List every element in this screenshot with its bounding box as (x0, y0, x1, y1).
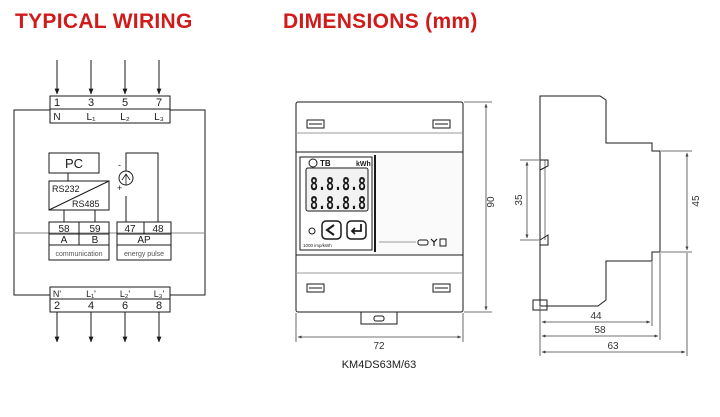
comm-terminal-number: 58 (58, 224, 70, 235)
depth-63-value: 63 (607, 341, 619, 352)
bottom-terminal-number: 8 (156, 300, 162, 312)
height-dimension-value: 90 (486, 196, 497, 208)
pulse-caption: energy pulse (124, 251, 164, 258)
depth-58-value: 58 (594, 325, 606, 336)
bottom-terminal-label: L₁' (86, 289, 96, 299)
pc-box (48, 152, 100, 174)
wiring-labels: 1 3 5 7 N L₁ L₂ L₃ PC RS232 RS485 58 59 … (52, 97, 164, 312)
lcd-unit: kWh (356, 161, 371, 168)
top-terminal-label: L₁ (87, 112, 97, 123)
rail-dimension-value: 35 (514, 194, 525, 206)
top-right-slot (432, 119, 451, 129)
top-terminal-number: 7 (156, 97, 162, 109)
comm-signal: B (92, 235, 99, 246)
front-dimensions (295, 101, 492, 342)
brand-logo-icon (308, 158, 318, 168)
antenna-icon (430, 238, 438, 246)
enter-button[interactable] (346, 220, 367, 240)
wiring-diagram (13, 60, 206, 343)
lcd-screen (305, 167, 369, 212)
front-view (295, 101, 464, 325)
depth-44-value: 44 (590, 311, 602, 322)
back-button[interactable] (321, 220, 342, 240)
bottom-right-slot (432, 283, 451, 293)
top-terminal-label: L₂ (120, 112, 130, 123)
converter-top-label: RS232 (52, 184, 80, 194)
terminal-icon (439, 238, 447, 247)
bottom-terminal-label: N' (53, 289, 61, 299)
width-dimension-value: 72 (373, 341, 385, 352)
comm-terminal-number: 59 (89, 224, 101, 235)
top-left-slot (306, 119, 325, 129)
top-terminal-label: L₃ (154, 112, 164, 123)
status-led (308, 227, 316, 235)
pulse-signal: AP (137, 235, 151, 246)
top-terminal-number: 1 (54, 97, 60, 109)
wiring-heading: TYPICAL WIRING (15, 10, 193, 33)
brand-label: TB (320, 159, 331, 168)
lower-din-hook (539, 234, 549, 246)
pulse-terminal-number: 48 (152, 224, 164, 235)
model-label: KM4DS63M/63 (342, 359, 417, 371)
counter-minus: - (118, 160, 121, 170)
bottom-terminal-number: 6 (122, 300, 128, 312)
converter-bottom-label: RS485 (72, 199, 100, 209)
output-arrows (54, 312, 162, 343)
port-icon (417, 239, 429, 246)
front-view-labels: TB kWh 8.8.8.8 8.8.8.8 1000 imp/kWh (303, 158, 371, 248)
side-dimensions (520, 150, 692, 356)
rs232-rs485-converter (48, 180, 110, 211)
comm-signal: A (61, 235, 68, 246)
top-terminal-label: N (53, 112, 60, 123)
bottom-left-slot (306, 283, 325, 293)
upper-din-hook (539, 159, 549, 171)
side-view (532, 95, 661, 311)
dimensions-heading: DIMENSIONS (mm) (283, 10, 478, 33)
din-clip (360, 311, 398, 325)
bottom-terminal-number: 4 (88, 300, 94, 312)
pulse-rate-label: 1000 imp/kWh (303, 243, 332, 248)
lcd-bottom-row: 8.8.8.8 (310, 193, 366, 214)
input-arrows (54, 60, 162, 95)
side-profile (539, 95, 661, 307)
pulse-terminal-number: 47 (124, 224, 136, 235)
side-height-dimension-value: 45 (691, 195, 702, 207)
lcd-top-row: 8.8.8.8 (310, 174, 366, 195)
bottom-terminal-label: L₂' (120, 289, 130, 299)
comm-caption: communication (55, 251, 102, 258)
top-terminal-number: 3 (88, 97, 94, 109)
pc-label: PC (65, 156, 83, 171)
counter-plus: + (117, 183, 122, 193)
top-terminal-number: 5 (122, 97, 128, 109)
bottom-terminal-number: 2 (54, 300, 60, 312)
bottom-terminal-label: L₃' (154, 289, 165, 299)
